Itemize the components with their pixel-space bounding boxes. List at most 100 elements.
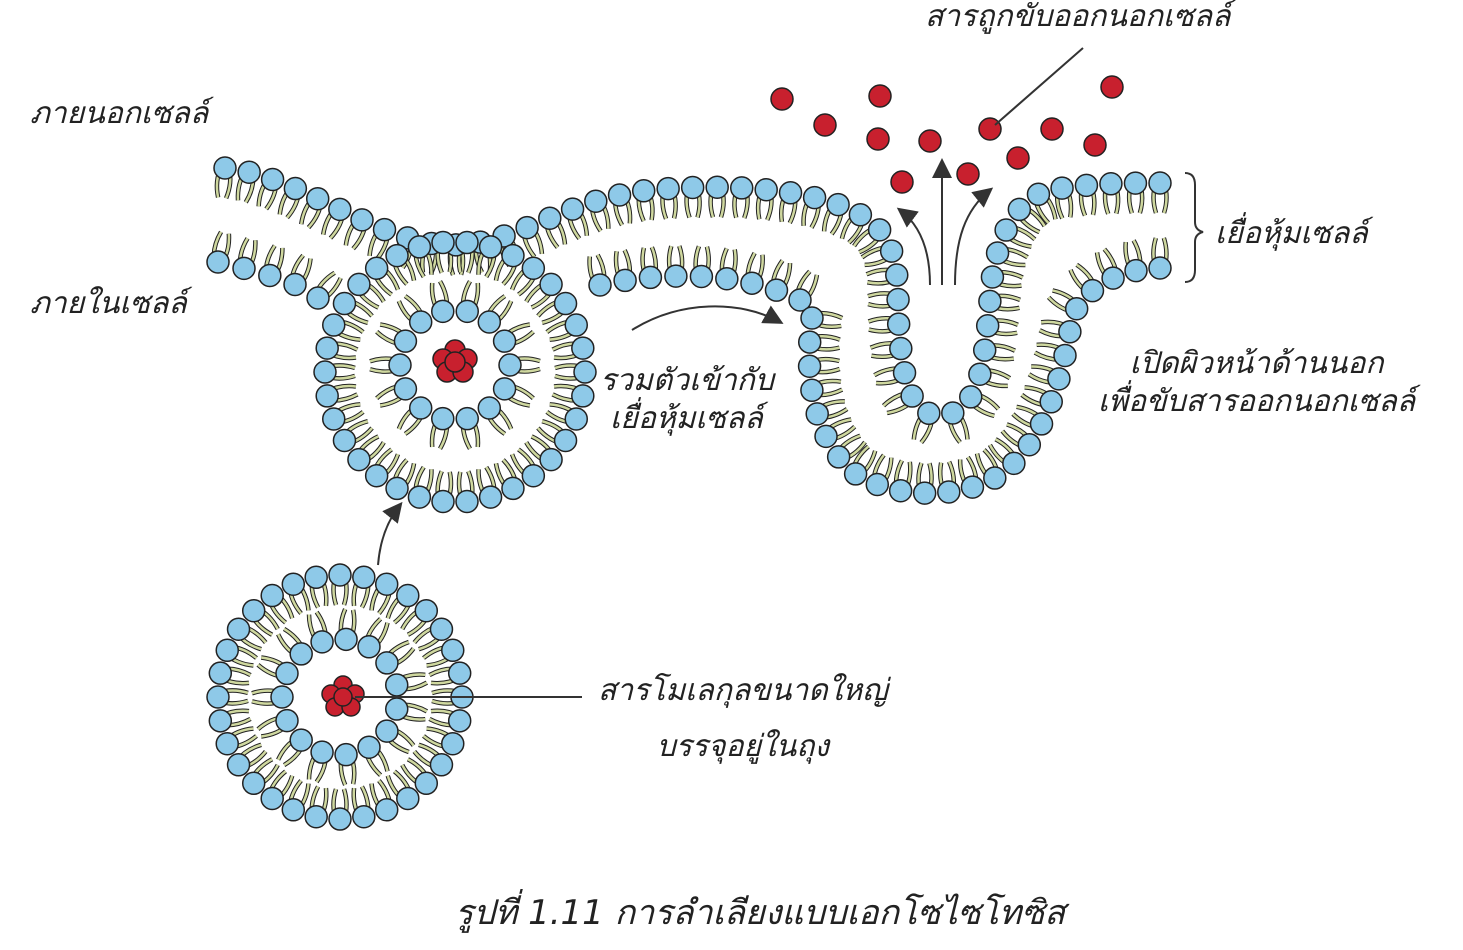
arrow-fuse — [631, 305, 784, 331]
phospholipid-head — [492, 377, 517, 401]
phospholipid-head — [802, 185, 827, 210]
phospholipid-head — [865, 472, 890, 497]
phospholipid-head — [232, 256, 256, 281]
phospholipid-head — [375, 719, 399, 743]
phospholipid-head — [258, 263, 282, 288]
phospholipid-head — [501, 243, 525, 268]
phospholipid-head — [539, 447, 563, 472]
phospholipid-head — [584, 189, 608, 213]
phospholipid-head — [352, 565, 376, 590]
phospholipid-head — [826, 192, 850, 217]
phospholipid-head — [310, 630, 334, 654]
phospholipid-head — [455, 489, 479, 514]
phospholipid-head — [208, 661, 233, 685]
phospholipid-head — [715, 266, 739, 291]
phospholipid-head — [283, 176, 308, 201]
phospholipid-head — [441, 731, 465, 756]
arrows — [355, 47, 1204, 698]
phospholipid-head — [393, 329, 418, 353]
phospholipid-head — [788, 288, 812, 312]
phospholipid-head — [208, 709, 233, 733]
phospholipid-head — [414, 598, 439, 623]
phospholipid-head — [900, 384, 924, 408]
label-secreted: สารถูกขับออกนอกเซลล์ — [925, 0, 1231, 34]
phospholipid-head — [521, 463, 546, 488]
phospholipid-head — [270, 685, 294, 709]
phospholipid-head — [892, 361, 917, 385]
phospholipid-head — [429, 753, 454, 777]
label-open: เปิดผิวหน้าด้านนอก เพื่อขับสารออกนอกเซลล… — [1098, 345, 1415, 420]
phospholipid-head — [814, 424, 838, 449]
phospholipid-head — [912, 481, 937, 505]
phospholipid-head — [1007, 197, 1032, 222]
phospholipid-head — [396, 786, 420, 811]
phospholipid-head — [764, 278, 789, 302]
phospholipid-head — [538, 206, 562, 230]
phospholipid-head — [347, 447, 371, 472]
phospholipid-head — [729, 176, 754, 200]
phospholipid-head — [1050, 176, 1074, 200]
phospholipid-head — [800, 378, 824, 403]
phospholipid-head — [364, 256, 389, 281]
label-fuse-line1: รวมตัวเข้ากับ — [600, 363, 774, 398]
cargo-molecule — [918, 129, 942, 153]
cargo-molecule — [866, 127, 890, 151]
phospholipid-head — [1058, 320, 1082, 344]
phospholipid-head — [352, 804, 376, 829]
phospholipid-head — [613, 268, 637, 293]
phospholipid-head — [289, 642, 313, 666]
phospholipid-head — [573, 360, 597, 384]
phospholipid-head — [305, 186, 330, 211]
phospholipid-head — [553, 291, 578, 316]
phospholipid-head — [455, 406, 479, 431]
phospholipid-head — [800, 306, 824, 330]
phospholipid-head — [384, 673, 409, 697]
phospholipid-head — [754, 177, 778, 202]
label-membrane: เยื่อหุ้มเซลล์ — [1215, 216, 1368, 251]
phospholipid-head — [414, 771, 439, 796]
label-cargo-line2: บรรจุอยู่ในถุง — [656, 728, 830, 764]
cargo-molecule — [333, 687, 353, 707]
arrow-vesicle-up — [377, 501, 403, 566]
phospholipid-head — [985, 241, 1010, 265]
phospholipid-head — [374, 572, 399, 596]
label-fuse-line2: เยื่อหุ้มเซลล์ — [610, 400, 763, 436]
phospholipid-head — [571, 336, 595, 360]
phospholipid-head — [260, 167, 285, 192]
phospholipid-head — [374, 798, 399, 822]
phospholipid-head — [968, 362, 992, 386]
phospholipid-head — [1039, 390, 1063, 414]
phospholipid-head — [492, 329, 517, 353]
phospholipid-head — [304, 804, 328, 829]
label-inside-cell: ภายในเซลล์ — [30, 286, 187, 321]
phospholipid-head — [740, 271, 764, 295]
figure-caption: รูปที่ 1.11 การลำเลียงแบบเอกโซไซโทซิส — [455, 893, 1066, 933]
phospholipid-head — [226, 617, 251, 641]
phospholipid-head — [431, 489, 455, 514]
label-cargo: สารโมเลกุลขนาดใหญ่ บรรจุอยู่ในถุง — [598, 672, 888, 765]
phospholipid-head — [1064, 296, 1089, 321]
phospholipid-head — [315, 384, 339, 408]
phospholipid-head — [886, 312, 911, 336]
phospholipid-head — [656, 176, 680, 201]
phospholipid-head — [564, 407, 589, 431]
phospholipid-head — [431, 230, 455, 255]
label-open-line1: เปิดผิวหน้าด้านนอก — [1129, 346, 1384, 381]
phospholipid-head — [972, 338, 997, 362]
phospholipid-head — [983, 466, 1007, 490]
phospholipid-head — [237, 160, 261, 184]
pointer-secreted — [994, 47, 1084, 126]
phospholipid-head — [321, 313, 346, 337]
phospholipid-head — [1148, 256, 1172, 280]
phospholipid-head — [1026, 182, 1051, 207]
lipid-heads — [206, 156, 1172, 831]
phospholipid-head — [477, 396, 502, 420]
phospholipid-head — [393, 377, 418, 401]
cargo-molecule — [978, 117, 1002, 141]
phospholipid-head — [1099, 172, 1123, 196]
phospholipid-head — [372, 217, 397, 242]
phospholipid-head — [283, 272, 307, 297]
phospholipid-head — [588, 273, 612, 297]
phospholipid-head — [1124, 258, 1148, 283]
